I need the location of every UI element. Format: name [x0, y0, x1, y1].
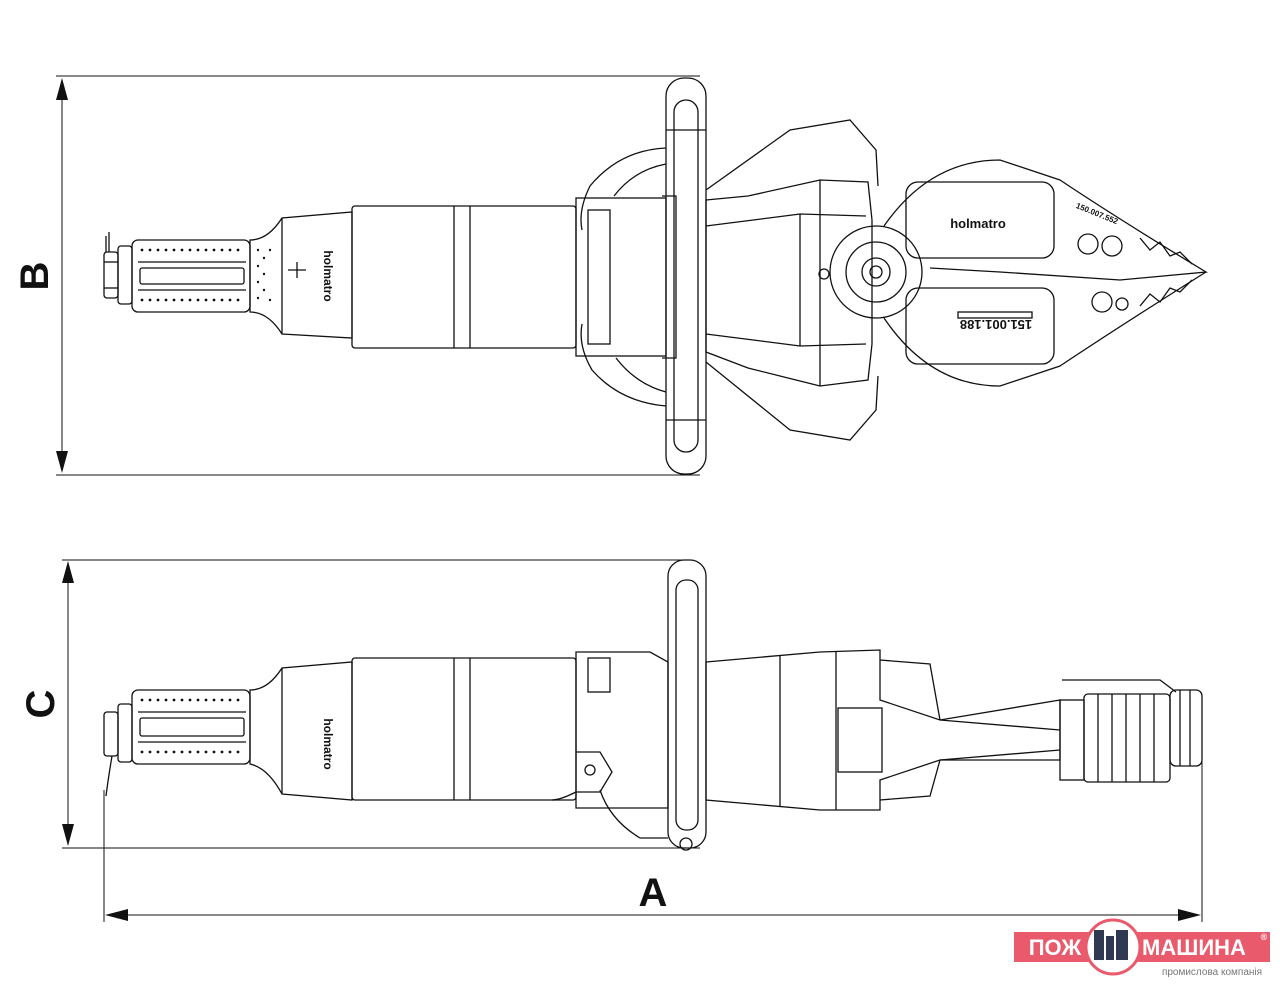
- brand-logo: ПОЖ МАШИНА ® промислова компанія: [1014, 918, 1270, 978]
- dimension-c: [62, 559, 700, 849]
- logo-tagline: промислова компанія: [1162, 967, 1262, 978]
- logo-registered: ®: [1261, 932, 1268, 942]
- logo-right-band: [1130, 932, 1270, 962]
- arrow-icon: [105, 909, 128, 921]
- dimension-c-label: C: [19, 690, 63, 719]
- dimension-b-label: B: [13, 262, 57, 291]
- dimension-a-label: A: [639, 871, 668, 915]
- jaw-brand-text: holmatro: [950, 216, 1006, 231]
- logo-right-text: МАШИНА: [1142, 935, 1246, 960]
- tool-side-view: [103, 559, 1203, 851]
- grip-dots: [140, 248, 240, 302]
- side-handle-brand-text: holmatro: [321, 718, 335, 769]
- handle-brand-text: holmatro: [321, 250, 335, 301]
- tool-top-view: [103, 77, 1209, 475]
- logo-left-band: [1014, 932, 1096, 962]
- collar-dots: [256, 248, 272, 302]
- dimension-a: [103, 700, 1203, 922]
- arrow-icon: [56, 78, 68, 100]
- jaw-serial-bottom: 151.001.188: [960, 317, 1032, 332]
- arrow-icon: [56, 451, 68, 473]
- arrow-icon: [1178, 909, 1201, 921]
- dimension-b: [56, 75, 700, 476]
- arrow-icon: [62, 561, 74, 583]
- arrow-icon: [62, 824, 74, 846]
- logo-left-text: ПОЖ: [1029, 935, 1082, 960]
